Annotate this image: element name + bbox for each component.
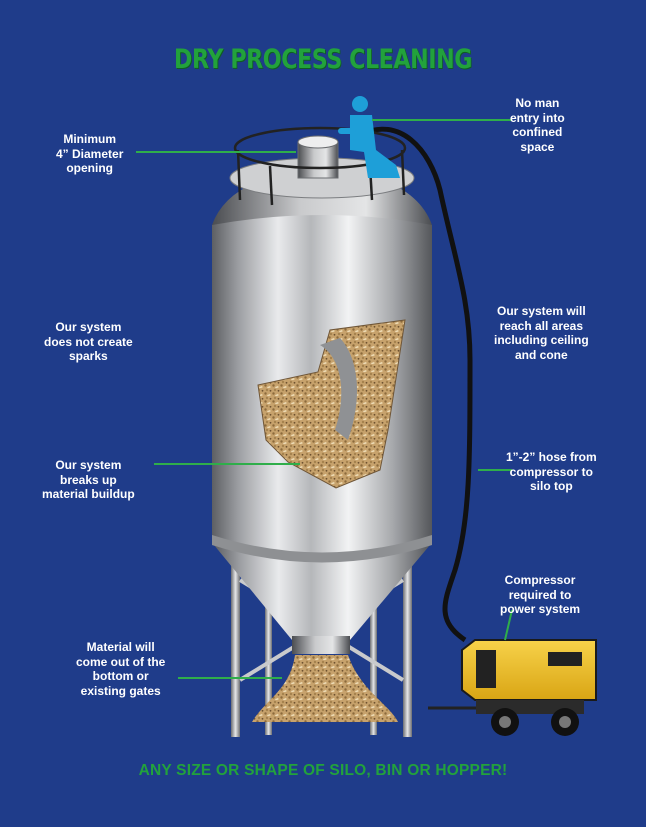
callout-no-entry-line: confined xyxy=(512,125,563,139)
leader-lines xyxy=(136,119,513,679)
callout-breaks-line: material buildup xyxy=(42,487,135,501)
footer-tagline: ANY SIZE OR SHAPE OF SILO, BIN OR HOPPER… xyxy=(138,762,508,779)
callout-opening-line: 4” Diameter xyxy=(56,146,124,161)
worker-figure xyxy=(338,96,400,178)
silo-cutaway xyxy=(257,319,406,489)
callout-hose-line: silo top xyxy=(530,479,573,493)
guard-railing xyxy=(233,126,407,206)
callout-hose: 1”-2” hose from compressor to silo top xyxy=(506,450,597,494)
silo-leg-inner-right xyxy=(370,540,377,735)
callout-opening-line: Minimum xyxy=(63,132,117,146)
silo-leg-inner-left xyxy=(265,540,272,735)
callout-no-entry-line: space xyxy=(520,139,555,154)
callout-opening-line: opening xyxy=(66,161,114,175)
callout-breaks-line: Our system xyxy=(55,458,122,472)
callout-reach-line: including ceiling xyxy=(494,333,589,347)
callout-sparks-line: Our system xyxy=(55,320,122,334)
callout-material-line: Material will xyxy=(86,640,155,654)
callout-hose-line: 1”-2” hose from xyxy=(506,450,597,464)
callout-sparks-line: does not create xyxy=(44,334,133,349)
callout-compressor-line: power system xyxy=(500,602,581,616)
callout-material: Material will come out of the bottom or … xyxy=(76,640,165,698)
silo-cone xyxy=(214,545,430,640)
silo-leg-right xyxy=(403,425,412,737)
callout-reach-line: and cone xyxy=(514,347,568,362)
air-hose xyxy=(358,126,473,643)
callout-reach: Our system will reach all areas includin… xyxy=(494,304,589,362)
callout-no-entry-line: No man xyxy=(515,96,560,110)
callout-hose-line: compressor to xyxy=(509,464,594,479)
callout-compressor-line: required to xyxy=(508,587,572,602)
callout-sparks: Our system does not create sparks xyxy=(44,320,133,364)
callout-opening: Minimum 4” Diameter opening xyxy=(56,132,123,176)
callout-material-line: come out of the xyxy=(76,654,166,669)
callout-compressor: Compressor required to power system xyxy=(500,573,580,617)
callout-material-line: bottom or xyxy=(92,669,149,683)
callout-no-entry: No man entry into confined space xyxy=(510,96,565,154)
material-pile xyxy=(252,655,398,722)
callout-compressor-line: Compressor xyxy=(504,573,576,587)
silo-leg-left xyxy=(231,425,240,737)
callout-reach-line: Our system will xyxy=(496,304,586,318)
callout-reach-line: reach all areas xyxy=(499,318,584,333)
callout-breaks-line: breaks up xyxy=(59,472,117,487)
callout-material-line: existing gates xyxy=(80,683,161,698)
silo-outlet xyxy=(292,636,350,654)
compressor-unit xyxy=(428,639,597,736)
callout-breaks: Our system breaks up material buildup xyxy=(42,458,135,502)
callout-no-entry-line: entry into xyxy=(510,110,565,125)
page-title: DRY PROCESS CLEANING xyxy=(174,44,472,75)
callout-sparks-line: sparks xyxy=(69,349,108,363)
